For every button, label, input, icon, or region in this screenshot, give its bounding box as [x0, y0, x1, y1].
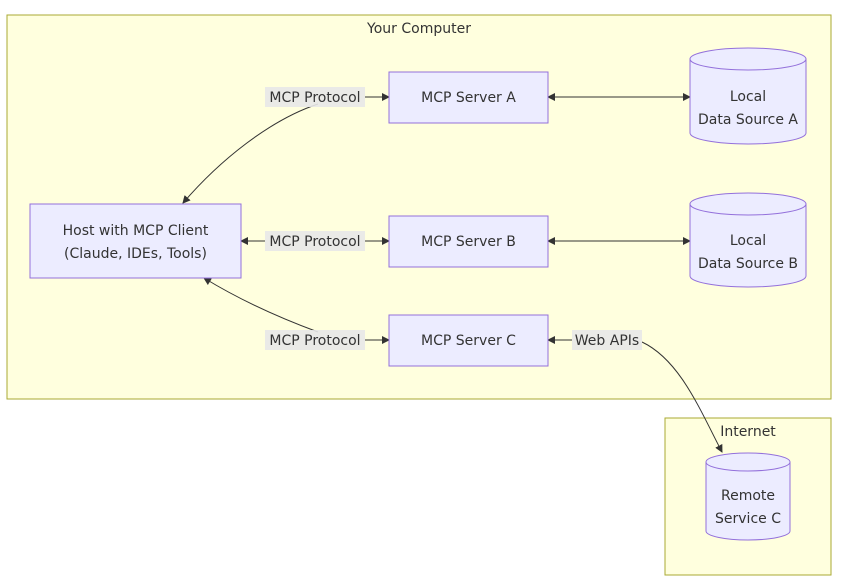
edge-label-protocol-b: MCP Protocol — [265, 231, 365, 251]
svg-text:Service C: Service C — [715, 511, 781, 527]
edge-label-protocol-a: MCP Protocol — [265, 87, 365, 107]
svg-text:MCP Protocol: MCP Protocol — [269, 90, 360, 106]
edge-label-protocol-c: MCP Protocol — [265, 330, 365, 350]
data-source-b-cylinder: Local Data Source B — [689, 192, 807, 288]
svg-text:Web APIs: Web APIs — [575, 333, 639, 349]
svg-text:Data Source B: Data Source B — [698, 256, 798, 272]
edge-host-server-a — [182, 103, 319, 204]
svg-text:MCP Server A: MCP Server A — [421, 90, 516, 106]
svg-text:MCP Protocol: MCP Protocol — [269, 333, 360, 349]
your-computer-label: Your Computer — [366, 21, 471, 37]
server-b-node: MCP Server B — [388, 215, 549, 268]
server-c-node: MCP Server C — [388, 314, 549, 367]
edge-host-server-c — [203, 277, 319, 333]
data-source-a-cylinder: Local Data Source A — [689, 47, 807, 145]
svg-text:(Claude, IDEs, Tools): (Claude, IDEs, Tools) — [64, 246, 207, 262]
svg-text:Local: Local — [730, 89, 766, 105]
host-node: Host with MCP Client (Claude, IDEs, Tool… — [29, 203, 242, 279]
edge-label-web-apis: Web APIs — [572, 330, 642, 350]
svg-text:MCP Server B: MCP Server B — [421, 234, 516, 250]
svg-text:MCP Protocol: MCP Protocol — [269, 234, 360, 250]
internet-label: Internet — [720, 424, 776, 440]
internet-cluster: Internet — [664, 417, 832, 576]
edge-web-apis-remote — [641, 341, 723, 453]
svg-text:Data Source A: Data Source A — [698, 112, 798, 128]
server-a-node: MCP Server A — [388, 71, 549, 124]
svg-text:MCP Server C: MCP Server C — [421, 333, 516, 349]
remote-service-c-cylinder: Remote Service C — [705, 452, 791, 541]
svg-text:Local: Local — [730, 233, 766, 249]
svg-text:Host with MCP Client: Host with MCP Client — [63, 223, 209, 239]
svg-text:Remote: Remote — [721, 488, 775, 504]
